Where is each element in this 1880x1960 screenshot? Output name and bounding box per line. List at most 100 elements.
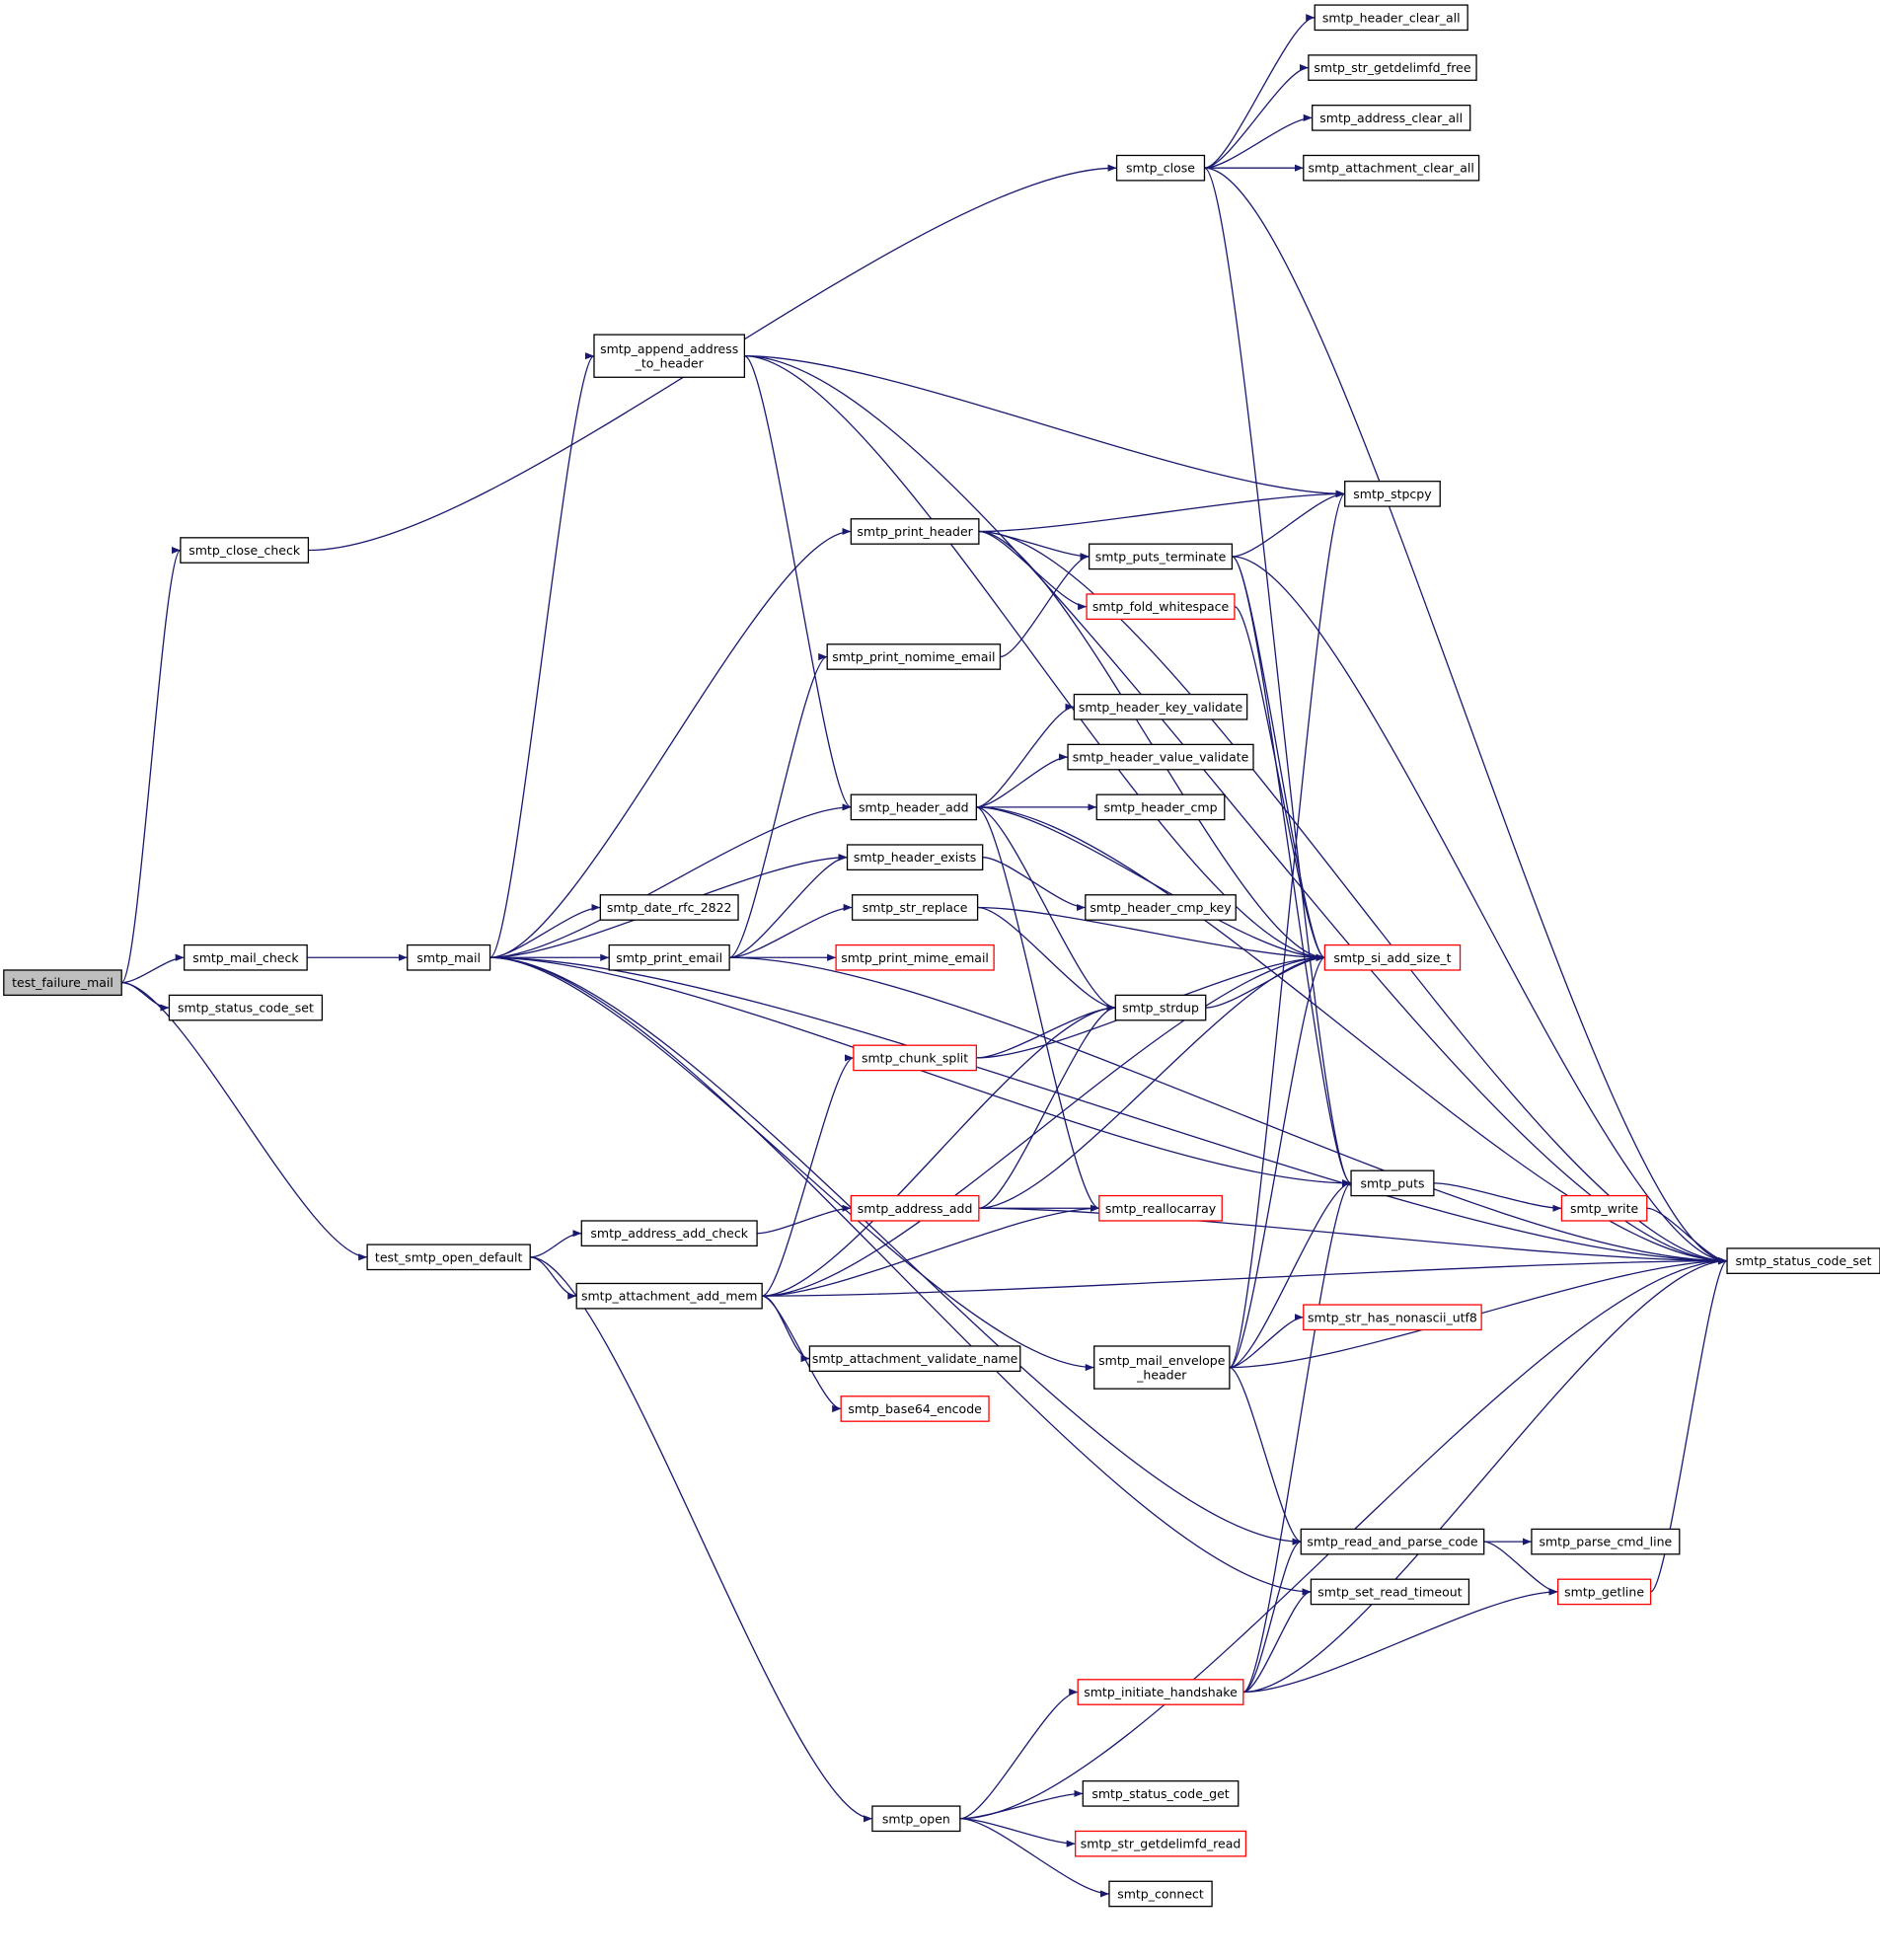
node-label: smtp_set_read_timeout — [1317, 1584, 1462, 1599]
node-smtp-header-exists[interactable]: smtp_header_exists — [846, 844, 984, 871]
node-box — [1085, 894, 1237, 921]
edge-smtp-mail-to-smtp-date-rfc-2822 — [489, 903, 601, 958]
node-smtp-status-code-set-a[interactable]: smtp_status_code_set — [168, 994, 324, 1021]
node-label: smtp_address_add_check — [590, 1226, 748, 1241]
node-smtp-connect[interactable]: smtp_connect — [1108, 1880, 1213, 1908]
edge-smtp-initiate-handshake-to-smtp-read-and-parse-code — [1242, 1538, 1302, 1694]
edge-smtp-chunk-split-to-smtp-strdup — [976, 1004, 1116, 1059]
edge-test-smtp-open-default-to-smtp-open — [530, 1256, 872, 1823]
node-smtp-puts[interactable]: smtp_puts — [1350, 1169, 1435, 1197]
node-label: smtp_attachment_add_mem — [581, 1289, 757, 1304]
node-box — [1556, 1578, 1652, 1606]
node-box — [1075, 1830, 1247, 1857]
edge-smtp-header-add-to-smtp-header-key-validate — [976, 703, 1075, 808]
node-box — [1323, 943, 1462, 971]
node-box — [580, 1220, 758, 1247]
node-smtp-status-code-set[interactable]: smtp_status_code_set — [1726, 1247, 1880, 1274]
edge-smtp-open-to-smtp-status-code-get — [959, 1789, 1084, 1820]
edge-smtp-puts-to-smtp-write — [1433, 1182, 1562, 1212]
edge-smtp-mail-envelope-header-to-smtp-stpcpy — [1229, 490, 1346, 1369]
node-box — [575, 1282, 763, 1310]
node-smtp-address-add[interactable]: smtp_address_add — [850, 1194, 980, 1222]
node-smtp-str-has-nonascii-utf8[interactable]: smtp_str_has_nonascii_utf8 — [1303, 1304, 1482, 1331]
node-smtp-mail-envelope-header[interactable]: smtp_mail_envelope_header — [1093, 1345, 1231, 1390]
node-smtp-initiate-handshake[interactable]: smtp_initiate_handshake — [1077, 1679, 1244, 1705]
node-smtp-fold-whitespace[interactable]: smtp_fold_whitespace — [1086, 593, 1236, 621]
node-label: smtp_puts — [1360, 1175, 1424, 1190]
node-box — [1115, 154, 1206, 182]
node-smtp-append-address-to-header[interactable]: smtp_append_address_to_header — [593, 334, 746, 378]
node-smtp-str-getdelimfd-free[interactable]: smtp_str_getdelimfd_free — [1308, 54, 1477, 81]
edge-smtp-attachment-add-mem-to-smtp-strdup — [762, 1004, 1116, 1297]
node-box — [1095, 793, 1226, 821]
node-label: smtp_chunk_split — [862, 1050, 968, 1065]
node-smtp-attachment-clear-all[interactable]: smtp_attachment_clear_all — [1303, 154, 1480, 182]
node-smtp-address-clear-all[interactable]: smtp_address_clear_all — [1312, 105, 1471, 131]
node-smtp-write[interactable]: smtp_write — [1560, 1194, 1648, 1222]
node-smtp-attachment-validate-name[interactable]: smtp_attachment_validate_name — [808, 1345, 1021, 1373]
node-smtp-puts-terminate[interactable]: smtp_puts_terminate — [1088, 543, 1234, 570]
node-smtp-header-cmp[interactable]: smtp_header_cmp — [1095, 793, 1226, 821]
edge-smtp-attachment-add-mem-to-smtp-reallocarray — [762, 1204, 1099, 1297]
edge-smtp-header-add-to-smtp-status-code-set — [976, 806, 1728, 1265]
node-smtp-stpcpy[interactable]: smtp_stpcpy — [1344, 481, 1441, 507]
node-box — [1314, 4, 1468, 32]
node-label: smtp_str_getdelimfd_free — [1314, 60, 1470, 75]
node-smtp-open[interactable]: smtp_open — [871, 1805, 961, 1833]
node-smtp-attachment-add-mem[interactable]: smtp_attachment_add_mem — [575, 1282, 763, 1310]
edge-smtp-open-to-smtp-initiate-handshake — [959, 1688, 1079, 1820]
node-box — [1303, 1304, 1482, 1331]
node-label: smtp_open — [882, 1811, 950, 1826]
node-label: test_failure_mail — [12, 975, 113, 990]
node-box — [1560, 1194, 1648, 1222]
edge-smtp-mail-to-smtp-status-code-set — [489, 956, 1728, 1265]
node-smtp-header-cmp-key[interactable]: smtp_header_cmp_key — [1085, 894, 1237, 921]
edge-smtp-address-add-to-smtp-strdup — [978, 1004, 1116, 1209]
node-smtp-str-replace[interactable]: smtp_str_replace — [851, 894, 979, 921]
node-test-smtp-open-default[interactable]: test_smtp_open_default — [366, 1244, 531, 1271]
node-smtp-getline[interactable]: smtp_getline — [1556, 1578, 1652, 1606]
node-smtp-print-header[interactable]: smtp_print_header — [850, 518, 980, 545]
node-label: smtp_mail — [416, 950, 481, 965]
edge-smtp-attachment-add-mem-to-smtp-attachment-validate-name — [762, 1295, 810, 1363]
node-smtp-base64-encode[interactable]: smtp_base64_encode — [840, 1395, 990, 1422]
node-smtp-print-mime-email[interactable]: smtp_print_mime_email — [835, 943, 995, 971]
node-smtp-si-add-size-t[interactable]: smtp_si_add_size_t — [1323, 943, 1462, 971]
edge-smtp-close-to-smtp-status-code-set — [1204, 167, 1728, 1265]
node-smtp-mail-check[interactable]: smtp_mail_check — [184, 943, 308, 971]
edge-smtp-print-email-to-smtp-str-replace — [729, 903, 853, 958]
node-smtp-set-read-timeout[interactable]: smtp_set_read_timeout — [1310, 1578, 1470, 1606]
node-smtp-print-nomime-email[interactable]: smtp_print_nomime_email — [826, 643, 1002, 670]
node-test-failure-mail[interactable]: test_failure_mail — [3, 969, 122, 997]
edge-smtp-mail-envelope-header-to-smtp-si-add-size-t — [1229, 953, 1325, 1369]
node-smtp-str-getdelimfd-read[interactable]: smtp_str_getdelimfd_read — [1075, 1830, 1247, 1857]
node-smtp-parse-cmd-line[interactable]: smtp_parse_cmd_line — [1531, 1528, 1681, 1555]
node-box — [1114, 994, 1207, 1021]
node-box — [1086, 593, 1236, 621]
edge-smtp-mail-envelope-header-to-smtp-read-and-parse-code — [1229, 1366, 1302, 1545]
node-smtp-header-value-validate[interactable]: smtp_header_value_validate — [1067, 743, 1254, 771]
edge-smtp-address-add-to-smtp-si-add-size-t — [978, 953, 1325, 1209]
node-smtp-header-clear-all[interactable]: smtp_header_clear_all — [1314, 4, 1468, 32]
node-smtp-print-email[interactable]: smtp_print_email — [608, 943, 730, 971]
edge-test-failure-mail-to-smtp-mail-check — [121, 953, 185, 984]
node-smtp-header-add[interactable]: smtp_header_add — [850, 793, 977, 821]
node-label: smtp_str_has_nonascii_utf8 — [1308, 1310, 1477, 1324]
node-smtp-mail[interactable]: smtp_mail — [407, 943, 491, 971]
node-box — [840, 1395, 990, 1422]
edge-smtp-mail-to-smtp-set-read-timeout — [489, 956, 1312, 1596]
edge-smtp-str-replace-to-smtp-strdup — [977, 906, 1116, 1012]
node-smtp-chunk-split[interactable]: smtp_chunk_split — [853, 1044, 977, 1072]
edge-smtp-mail-to-smtp-append-address-to-header — [489, 352, 595, 958]
node-smtp-address-add-check[interactable]: smtp_address_add_check — [580, 1220, 758, 1247]
node-smtp-close-check[interactable]: smtp_close_check — [180, 537, 310, 564]
node-smtp-status-code-get[interactable]: smtp_status_code_get — [1082, 1780, 1240, 1807]
node-label: smtp_status_code_get — [1091, 1786, 1229, 1801]
node-smtp-date-rfc-2822[interactable]: smtp_date_rfc_2822 — [599, 894, 739, 921]
node-smtp-read-and-parse-code[interactable]: smtp_read_and_parse_code — [1300, 1528, 1485, 1555]
node-smtp-header-key-validate[interactable]: smtp_header_key_validate — [1073, 693, 1248, 720]
edge-smtp-mail-to-smtp-header-add — [489, 803, 852, 958]
node-smtp-reallocarray[interactable]: smtp_reallocarray — [1098, 1194, 1223, 1222]
node-smtp-strdup[interactable]: smtp_strdup — [1114, 994, 1207, 1021]
node-smtp-close[interactable]: smtp_close — [1115, 154, 1206, 182]
